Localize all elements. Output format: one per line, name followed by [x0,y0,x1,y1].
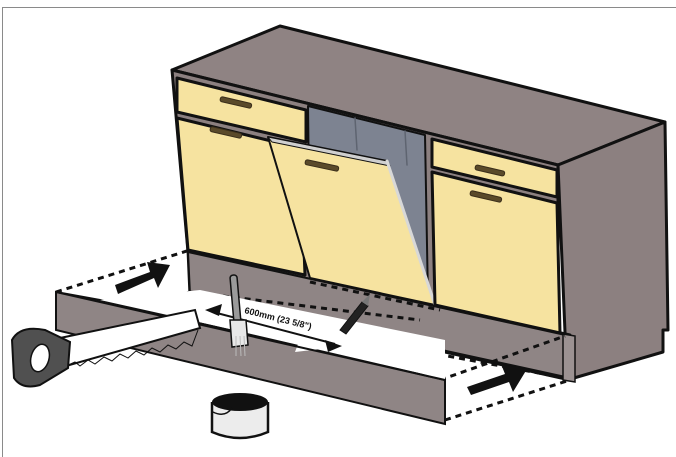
paint-pot [210,393,270,440]
right-drawer [430,137,559,199]
handle-dishwasher [304,159,340,172]
direction-arrow-left [115,262,170,294]
handle-left-drawer [219,96,253,109]
direction-arrow-right [467,364,527,395]
pencil [339,294,370,335]
handle-right-drawer [474,164,506,177]
hand-saw [10,308,202,388]
left-drawer [175,76,308,144]
handle-left-door [209,126,243,139]
paint-brush [229,274,249,357]
diagram-frame [2,7,676,457]
handle-right-door [469,190,503,203]
